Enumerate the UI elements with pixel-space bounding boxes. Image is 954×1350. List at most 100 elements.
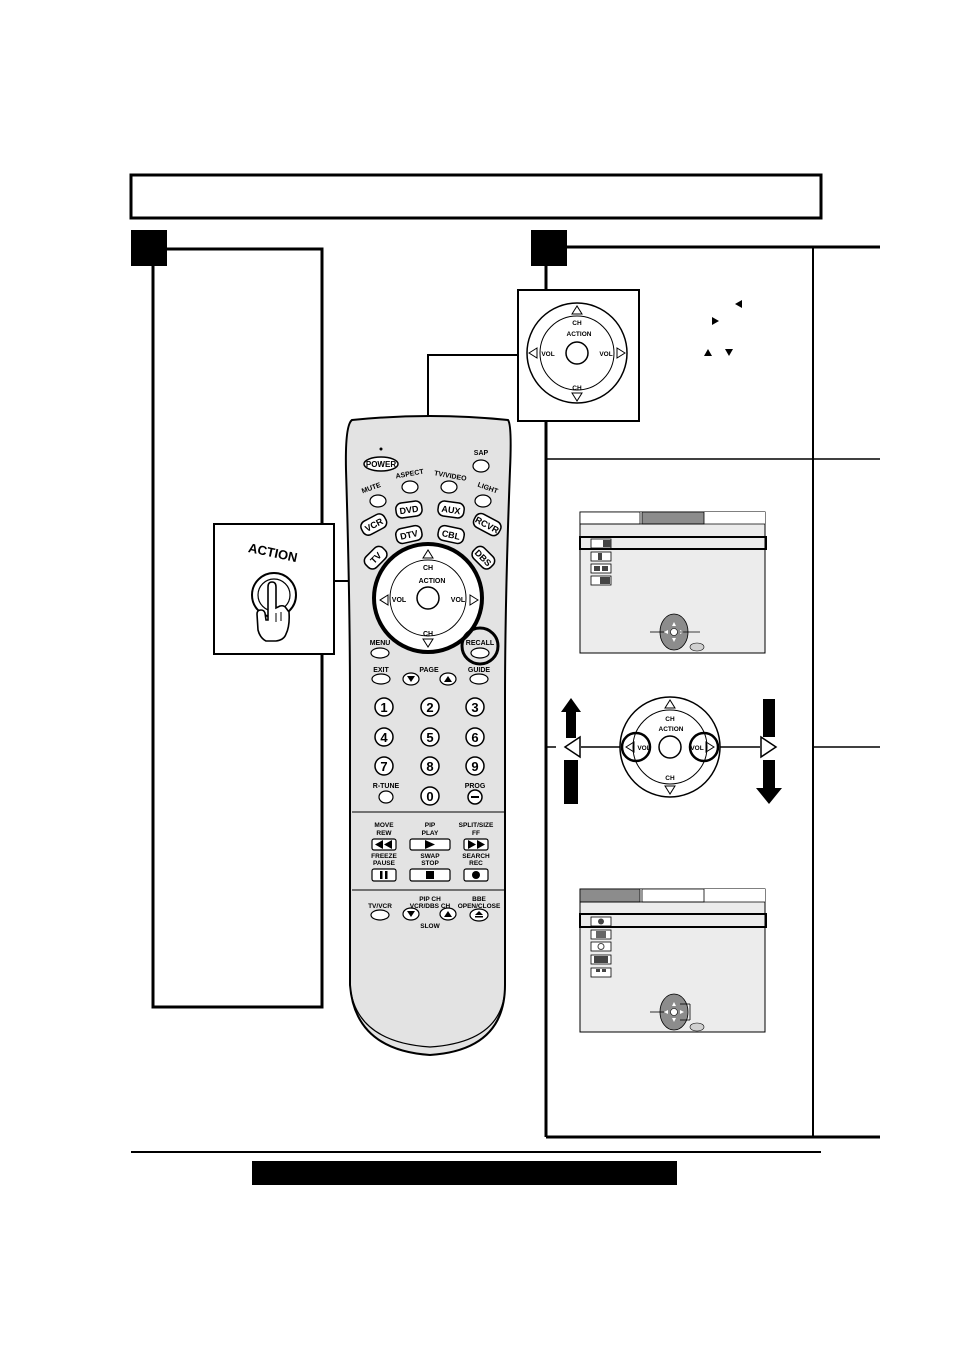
left-outline-arrow bbox=[563, 735, 581, 759]
svg-text:4: 4 bbox=[380, 730, 388, 745]
fast-forward-button[interactable] bbox=[463, 838, 489, 851]
up-arrow-large bbox=[561, 698, 581, 738]
down-arrow-icon bbox=[725, 349, 733, 356]
svg-text:6: 6 bbox=[471, 730, 478, 745]
svg-text:VOL: VOL bbox=[690, 745, 703, 752]
svg-text:0: 0 bbox=[426, 789, 433, 804]
svg-text:7: 7 bbox=[380, 759, 387, 774]
svg-text:3: 3 bbox=[471, 700, 478, 715]
vol-right-arrow[interactable] bbox=[469, 594, 479, 606]
down-arrow-large bbox=[756, 788, 782, 804]
svg-text:EXIT: EXIT bbox=[373, 667, 389, 674]
svg-text:1: 1 bbox=[380, 700, 387, 715]
vol-right-highlight bbox=[688, 731, 720, 763]
right-outline-arrow bbox=[760, 735, 778, 759]
menu-tab-active bbox=[641, 511, 705, 525]
aspect-button[interactable] bbox=[401, 480, 419, 494]
left-arrow-icon bbox=[735, 300, 742, 308]
svg-text:PIP CH: PIP CH bbox=[419, 896, 441, 903]
stop-button[interactable] bbox=[409, 868, 451, 882]
svg-text:VOL: VOL bbox=[599, 351, 612, 358]
r-tune-button[interactable] bbox=[378, 790, 394, 804]
digit-7[interactable]: 7 bbox=[374, 756, 394, 776]
vol-left-arrow[interactable] bbox=[379, 594, 389, 606]
right-arrow-icon bbox=[712, 317, 719, 325]
screen-icon bbox=[590, 967, 612, 978]
svg-text:VOL: VOL bbox=[451, 597, 466, 604]
rewind-button[interactable] bbox=[371, 838, 397, 851]
svg-text:TV/VCR: TV/VCR bbox=[368, 903, 392, 910]
power-button[interactable] bbox=[363, 456, 399, 472]
aux-button[interactable]: AUX bbox=[437, 500, 465, 519]
dvd-button[interactable]: DVD bbox=[395, 500, 423, 519]
svg-text:RECALL: RECALL bbox=[466, 640, 495, 647]
digit-8[interactable]: 8 bbox=[420, 756, 440, 776]
digit-0[interactable]: 0 bbox=[420, 786, 440, 806]
svg-text:OPEN/CLOSE: OPEN/CLOSE bbox=[458, 903, 501, 910]
pause-button[interactable] bbox=[371, 868, 397, 882]
svg-text:SLOW: SLOW bbox=[420, 923, 440, 930]
light-button[interactable] bbox=[474, 494, 492, 508]
menu-button[interactable] bbox=[370, 647, 390, 659]
recall-highlight bbox=[460, 626, 500, 666]
play-button[interactable] bbox=[409, 838, 451, 851]
menu-tab-inactive-2 bbox=[641, 888, 705, 903]
remote-control: POWER SAP ASPECT TV/VIDEO MUTE LIGHT VCR… bbox=[344, 415, 512, 1057]
svg-text:SWAP: SWAP bbox=[420, 853, 440, 860]
digit-4[interactable]: 4 bbox=[374, 727, 394, 747]
cbl-button[interactable]: CBL bbox=[437, 524, 466, 545]
svg-text:PAUSE: PAUSE bbox=[373, 860, 396, 867]
vol-navigation-diagram: CH CH ACTION VOL VOL bbox=[561, 696, 782, 804]
digit-1[interactable]: 1 bbox=[374, 697, 394, 717]
digit-5[interactable]: 5 bbox=[420, 727, 440, 747]
svg-text:CBL: CBL bbox=[441, 528, 462, 542]
digit-6[interactable]: 6 bbox=[465, 727, 485, 747]
svg-text:VOL: VOL bbox=[637, 745, 650, 752]
svg-text:5: 5 bbox=[426, 730, 433, 745]
svg-text:GUIDE: GUIDE bbox=[468, 667, 491, 674]
sap-label: SAP bbox=[474, 450, 489, 457]
svg-text:PIP: PIP bbox=[425, 822, 436, 829]
exit-button[interactable] bbox=[371, 673, 391, 685]
mute-button[interactable] bbox=[369, 494, 387, 508]
svg-text:CH: CH bbox=[572, 320, 582, 327]
svg-text:BBE: BBE bbox=[472, 896, 486, 903]
svg-text:VOL: VOL bbox=[541, 351, 554, 358]
tv-video-button[interactable] bbox=[440, 480, 458, 494]
tv-button[interactable]: TV bbox=[362, 544, 390, 572]
ch-up-arrow[interactable] bbox=[422, 549, 434, 559]
guide-button[interactable] bbox=[469, 673, 489, 685]
digit-3[interactable]: 3 bbox=[465, 697, 485, 717]
tv-vcr-button[interactable] bbox=[370, 909, 390, 921]
dtv-button[interactable]: DTV bbox=[394, 524, 424, 545]
svg-text:FREEZE: FREEZE bbox=[371, 853, 397, 860]
pointing-finger-icon bbox=[256, 581, 290, 642]
svg-text:ACTION: ACTION bbox=[659, 726, 684, 733]
svg-text:PROG: PROG bbox=[465, 783, 486, 790]
joystick-icon bbox=[650, 613, 705, 652]
svg-text:9: 9 bbox=[471, 759, 478, 774]
remote-nav-pad: CH CH ACTION VOL VOL bbox=[372, 542, 484, 654]
digit-2[interactable]: 2 bbox=[420, 697, 440, 717]
menu-screen-2 bbox=[579, 888, 767, 1033]
left-panel-frame bbox=[151, 247, 324, 1009]
svg-text:FF: FF bbox=[472, 830, 480, 837]
svg-text:AUX: AUX bbox=[441, 504, 461, 517]
remote-action-button[interactable] bbox=[416, 586, 440, 610]
menu-tab-active-2 bbox=[579, 888, 641, 903]
dbs-button[interactable]: DBS bbox=[470, 544, 498, 572]
svg-text:CH: CH bbox=[572, 385, 582, 392]
setup-icon bbox=[590, 563, 612, 574]
svg-text:REW: REW bbox=[376, 830, 392, 837]
digit-9[interactable]: 9 bbox=[465, 756, 485, 776]
ch-down-arrow[interactable] bbox=[422, 638, 434, 648]
sap-button[interactable] bbox=[472, 459, 490, 473]
svg-text:SPLIT/SIZE: SPLIT/SIZE bbox=[459, 822, 494, 829]
vcr-button[interactable]: VCR bbox=[359, 512, 389, 537]
svg-text:PAGE: PAGE bbox=[419, 667, 439, 674]
vol-left-highlight bbox=[620, 731, 652, 763]
svg-text:PLAY: PLAY bbox=[422, 830, 439, 837]
recall-button[interactable] bbox=[470, 647, 490, 659]
svg-text:VCR/DBS CH: VCR/DBS CH bbox=[410, 903, 451, 910]
record-button[interactable] bbox=[463, 868, 489, 882]
